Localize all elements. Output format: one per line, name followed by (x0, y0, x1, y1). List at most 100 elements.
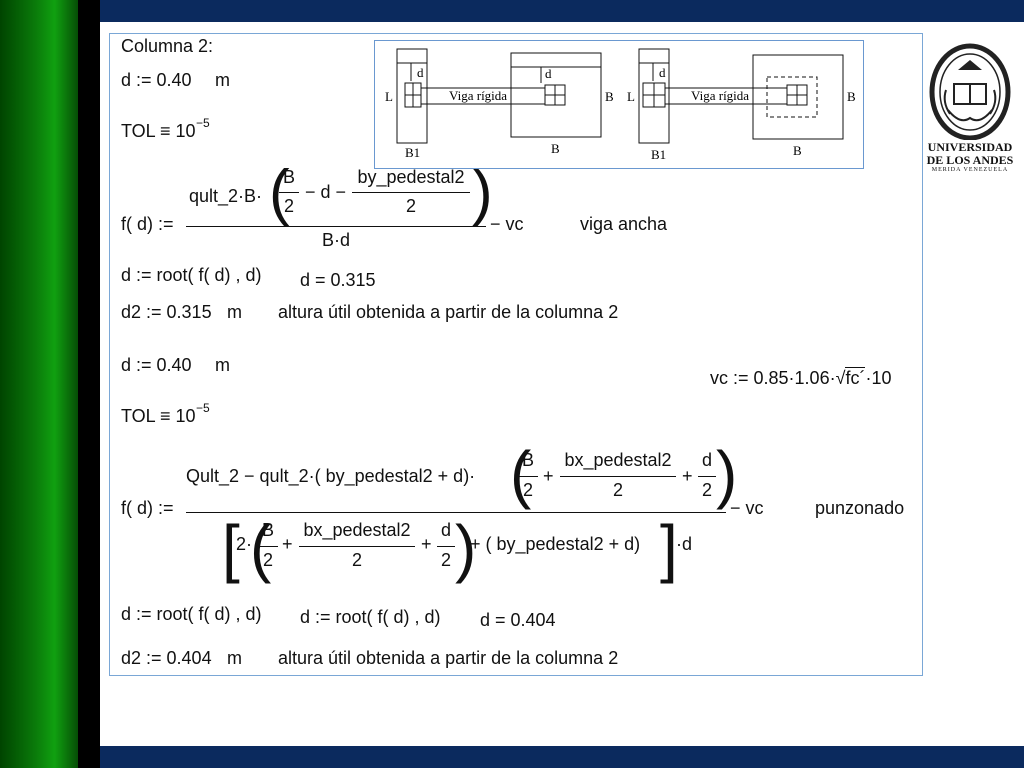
tol-2: TOL ≡ 10 (121, 406, 196, 426)
main-fracline-2 (186, 512, 726, 513)
B-bottom-label-2: B (793, 143, 802, 158)
d-label-3: d (659, 65, 666, 80)
bracket-open-2: [ (222, 512, 240, 584)
footing-B-left (510, 52, 602, 138)
sqrt-sign: √ (835, 368, 846, 388)
left-black-bar (78, 0, 100, 768)
fracline-B2-2 (518, 476, 538, 477)
worksheet-frame (109, 33, 923, 676)
f-lhs-2: f( d) := (121, 498, 174, 518)
d2-unit-2: m (227, 648, 242, 668)
d-assign-2: d := 0.40 (121, 355, 192, 375)
B1-label-1: B1 (405, 145, 420, 160)
result-2: d = 0.404 (480, 610, 556, 630)
den-fracline-bx-2 (299, 546, 415, 547)
den-paren-open-2: ( (250, 512, 272, 584)
d2-1: d2 := 0.315 (121, 302, 212, 322)
result-1: d = 0.315 (300, 270, 376, 290)
unit-m-2: m (215, 355, 230, 375)
beam-left (420, 87, 546, 105)
d2-2: d2 := 0.404 (121, 648, 212, 668)
tol-exp-2: −5 (196, 401, 210, 415)
root-2b: d := root( f( d) , d) (300, 607, 441, 627)
plus2-2: + (682, 466, 693, 486)
main-fracline-1 (186, 226, 486, 227)
vc-formula-text: vc := 0.85·1.06· (710, 368, 836, 388)
den-bx-2: bx_pedestal2 (303, 520, 411, 540)
num-d-2: d (701, 450, 712, 470)
B1-label-2: B1 (651, 147, 666, 162)
tol-1: TOL ≡ 10 (121, 121, 196, 141)
column-B1-right (638, 48, 670, 144)
dashed-perimeter (766, 76, 818, 118)
viga-label-2: Viga rígida (691, 88, 749, 103)
B-bottom-label-1: B (551, 141, 560, 156)
paren-close-2: ) (716, 438, 738, 510)
minus-vc-2: − vc (730, 498, 764, 518)
root-1: d := root( f( d) , d) (121, 265, 262, 285)
d-label-2: d (545, 66, 552, 81)
vc-tail: ·10 (865, 368, 892, 388)
den-2: 2· (236, 534, 253, 554)
fracline-by-1 (352, 192, 470, 193)
vc-sqrt-arg: fc´ (845, 367, 866, 388)
left-green-bar (0, 0, 78, 768)
den-dot-d-2: ·d (676, 534, 693, 554)
paren-open-2: ( (510, 438, 532, 510)
den-2c-2: 2 (440, 550, 451, 570)
vc-formula: vc := 0.85·1.06·√fc´·10 (710, 367, 892, 389)
den-plus2-2: + (421, 534, 432, 554)
seal-icon (929, 43, 1011, 140)
unit-m-1: m (215, 70, 230, 90)
den-d-2: d (440, 520, 451, 540)
fracline-B2-1 (279, 192, 299, 193)
logo-line1: UNIVERSIDAD (927, 140, 1013, 154)
logo-line2: DE LOS ANDES (926, 153, 1014, 167)
num-B-2: B (521, 450, 534, 470)
plus1-2: + (543, 466, 554, 486)
minus-vc-1: − vc (490, 214, 524, 234)
denominator-1: B·d (321, 230, 350, 250)
num-minus-d-1: − d − (305, 182, 347, 202)
university-logo: UNIVERSIDAD DE LOS ANDES MERIDA VENEZUEL… (920, 40, 1020, 180)
den-paren-close-2: ) (455, 512, 477, 584)
den-2b-2: 2 (351, 550, 362, 570)
top-navy-bar (100, 0, 1024, 22)
fracline-bx-2 (560, 476, 676, 477)
den-tail-2: + ( by_pedestal2 + d) (470, 534, 641, 554)
f-lhs-1: f( d) := (121, 214, 174, 234)
B-label-2: B (847, 89, 856, 104)
den-B-2: B (261, 520, 274, 540)
tol-exp-1: −5 (196, 116, 210, 130)
d2-text-1: altura útil obtenida a partir de la colu… (278, 302, 619, 322)
pedestal-diagram: d d L B Viga rígida B1 B d L B Viga rígi… (374, 40, 864, 169)
beam-right (664, 87, 788, 105)
num-B-1: B (282, 167, 295, 187)
bracket-close-2: ] (660, 512, 678, 584)
paren-close-1: ) (472, 158, 493, 227)
d-label-1: d (417, 65, 424, 80)
den-fracline-d2-2 (437, 546, 455, 547)
fracline-d2-2 (698, 476, 716, 477)
d2-text-2: altura útil obtenida a partir de la colu… (278, 648, 619, 668)
num-2a-2: 2 (522, 480, 533, 500)
den-plus1-2: + (282, 534, 293, 554)
num-2b-2: 2 (612, 480, 623, 500)
num-by-den-1: 2 (405, 196, 416, 216)
viga-label-1: Viga rígida (449, 88, 507, 103)
column-B1-left (396, 48, 428, 144)
den-fracline-B2-2 (258, 546, 278, 547)
label-punzonado: punzonado (815, 498, 905, 518)
logo-line3: MERIDA VENEZUELA (931, 167, 1009, 173)
d2-unit-1: m (227, 302, 242, 322)
section-title: Columna 2: (121, 36, 214, 56)
label-viga-ancha: viga ancha (580, 214, 668, 234)
d-assign-1: d := 0.40 (121, 70, 192, 90)
numerator-2-left: Qult_2 − qult_2·( by_pedestal2 + d)· (186, 466, 476, 486)
root-2a: d := root( f( d) , d) (121, 604, 262, 624)
num-2c-2: 2 (701, 480, 712, 500)
bottom-navy-bar (100, 746, 1024, 768)
num-bx-2: bx_pedestal2 (564, 450, 672, 470)
L-label-2: L (627, 89, 635, 104)
footing-B-right (752, 54, 844, 140)
